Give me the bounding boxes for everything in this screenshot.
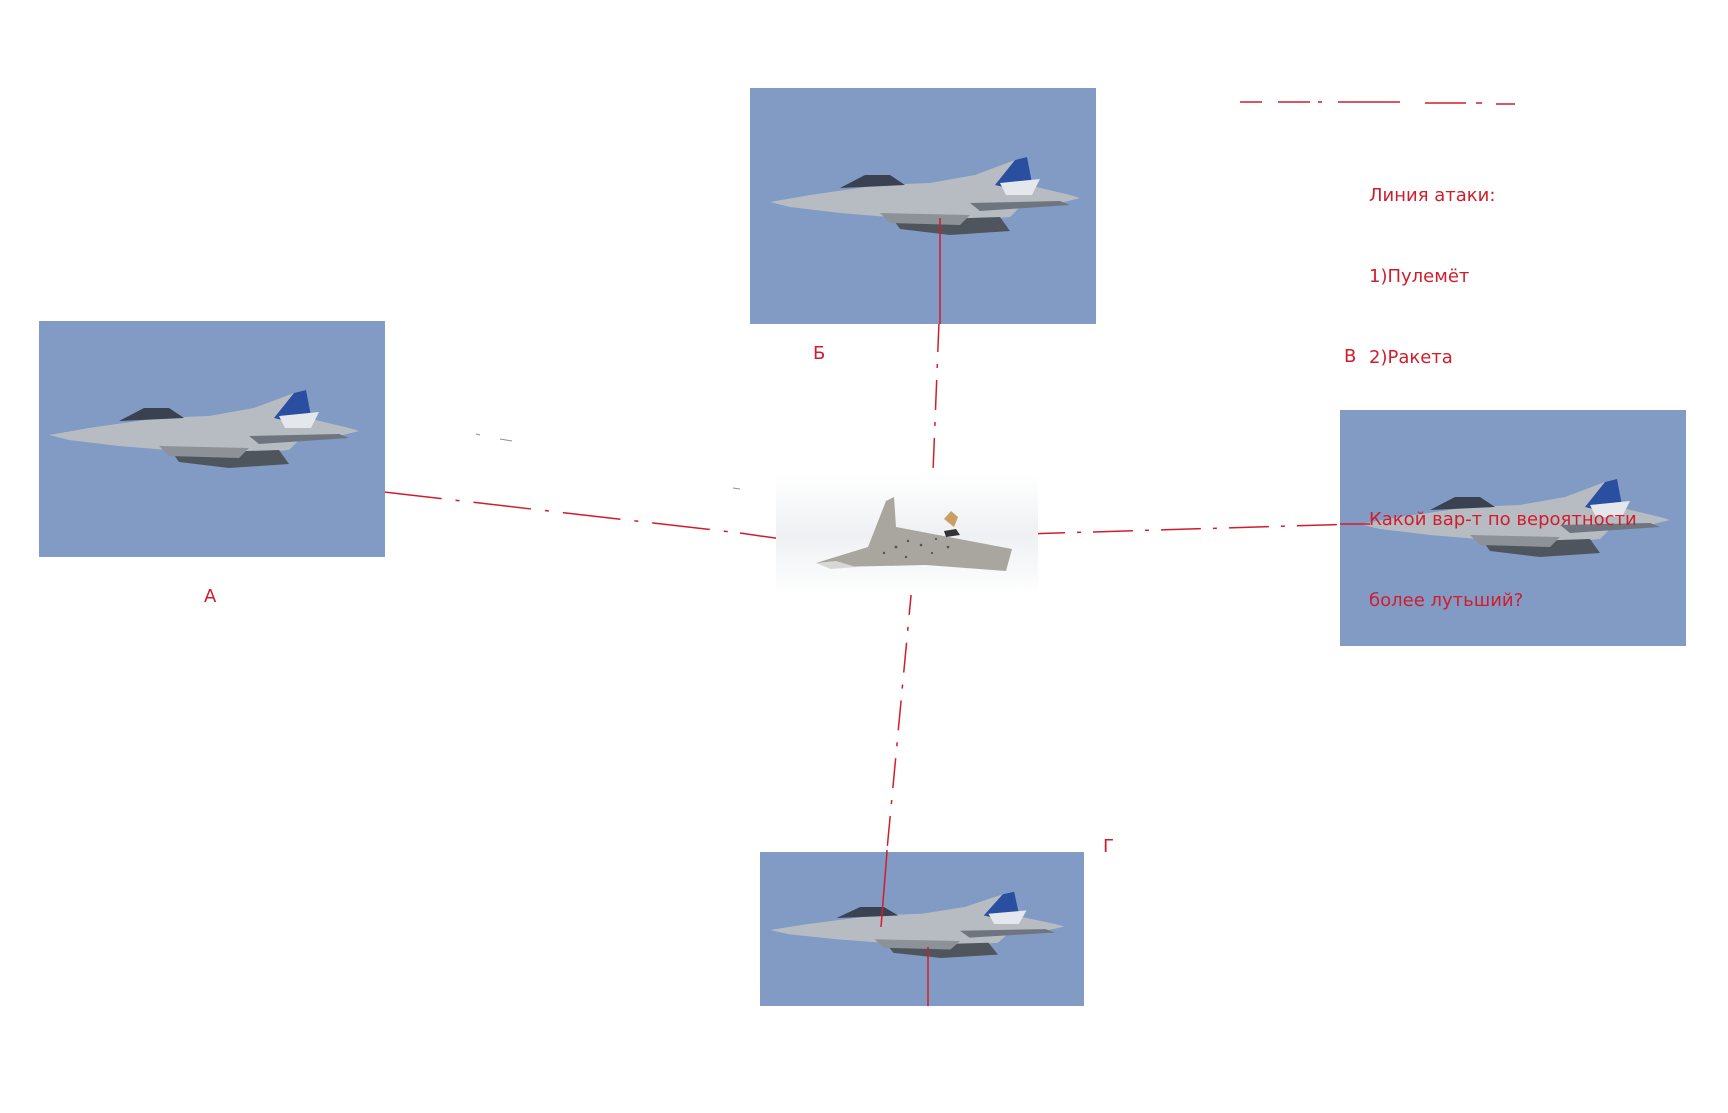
question-line-2: более лутьший? bbox=[1369, 590, 1524, 611]
legend-item-machine-gun: 1)Пулемёт bbox=[1369, 266, 1470, 287]
jet-icon bbox=[760, 852, 1084, 1006]
aircraft-label-b: Б bbox=[813, 343, 826, 364]
jet-icon bbox=[1340, 410, 1686, 646]
aircraft-photo-a bbox=[39, 321, 385, 557]
aircraft-label-g: Г bbox=[1103, 836, 1114, 857]
aircraft-photo-b bbox=[750, 88, 1096, 324]
aircraft-photo-v bbox=[1340, 410, 1686, 646]
jet-icon bbox=[750, 88, 1096, 324]
legend-item-missile: 2)Ракета bbox=[1369, 347, 1453, 368]
legend-line-sample bbox=[1240, 101, 1515, 105]
legend: Линия атаки: 1)Пулемёт 2)Ракета Какой ва… bbox=[1369, 128, 1637, 641]
aircraft-label-v: В bbox=[1344, 346, 1357, 367]
stray-marks bbox=[475, 433, 741, 490]
legend-title: Линия атаки: bbox=[1369, 185, 1496, 206]
drone-photo bbox=[776, 475, 1038, 595]
aircraft-label-a: А bbox=[204, 586, 217, 607]
drone-icon bbox=[776, 475, 1038, 595]
question-line-1: Какой вар-т по вероятности bbox=[1369, 509, 1637, 530]
aircraft-photo-g bbox=[760, 852, 1084, 1006]
attack-line-v bbox=[1024, 523, 1357, 535]
jet-icon bbox=[39, 321, 385, 557]
